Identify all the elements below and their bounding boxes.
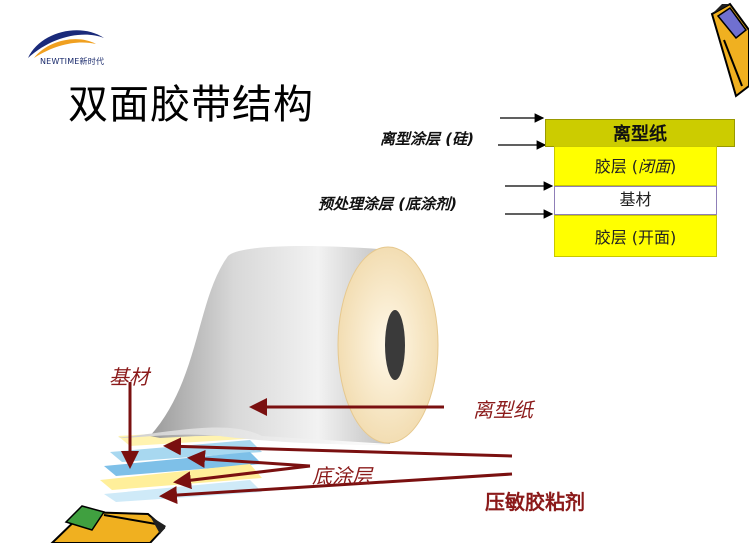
- layer-release-paper: 离型纸: [545, 119, 735, 147]
- roll-body: [150, 246, 390, 445]
- arrow-psa-2: [159, 472, 513, 505]
- company-logo: [0, 0, 126, 78]
- logo-brand-text: NEWTIME新时代: [40, 57, 105, 66]
- layer-strip-blue-3: [104, 480, 262, 502]
- pencil-clipart-icon: [50, 505, 166, 543]
- label-roll-primer: 底涂层: [312, 464, 372, 488]
- unrolled-tail: [118, 427, 390, 445]
- label-silicone-coating: 离型涂层 (硅): [380, 130, 474, 148]
- roll-core: [385, 310, 405, 380]
- layer-strip-blue-2: [104, 452, 262, 476]
- label-roll-psa: 压敏胶粘剂: [485, 490, 585, 514]
- label-roll-substrate: 基材: [109, 365, 149, 389]
- page-title: 双面胶带结构: [68, 82, 314, 128]
- layer-adhesive-closed-side: 胶层 (闭面): [554, 146, 717, 186]
- arrow-primer-2: [173, 464, 311, 490]
- arrow-primer-1: [187, 450, 311, 468]
- layer-substrate: 基材: [554, 186, 717, 215]
- adhesive-closed-prefix: 胶层 (: [594, 157, 639, 176]
- adhesive-closed-suffix: ): [670, 157, 677, 176]
- pencil-clipart-icon: [710, 2, 749, 98]
- label-roll-release-paper: 离型纸: [473, 398, 533, 422]
- adhesive-closed-emph: 闭面: [638, 157, 671, 176]
- swoosh-logo-icon: [28, 30, 104, 58]
- label-primer-coating: 预处理涂层 (底涂剂): [318, 195, 457, 213]
- layer-adhesive-open-side: 胶层 (开面): [554, 215, 717, 257]
- arrow-psa-1: [163, 437, 513, 458]
- layer-strip-blue-1: [110, 440, 262, 462]
